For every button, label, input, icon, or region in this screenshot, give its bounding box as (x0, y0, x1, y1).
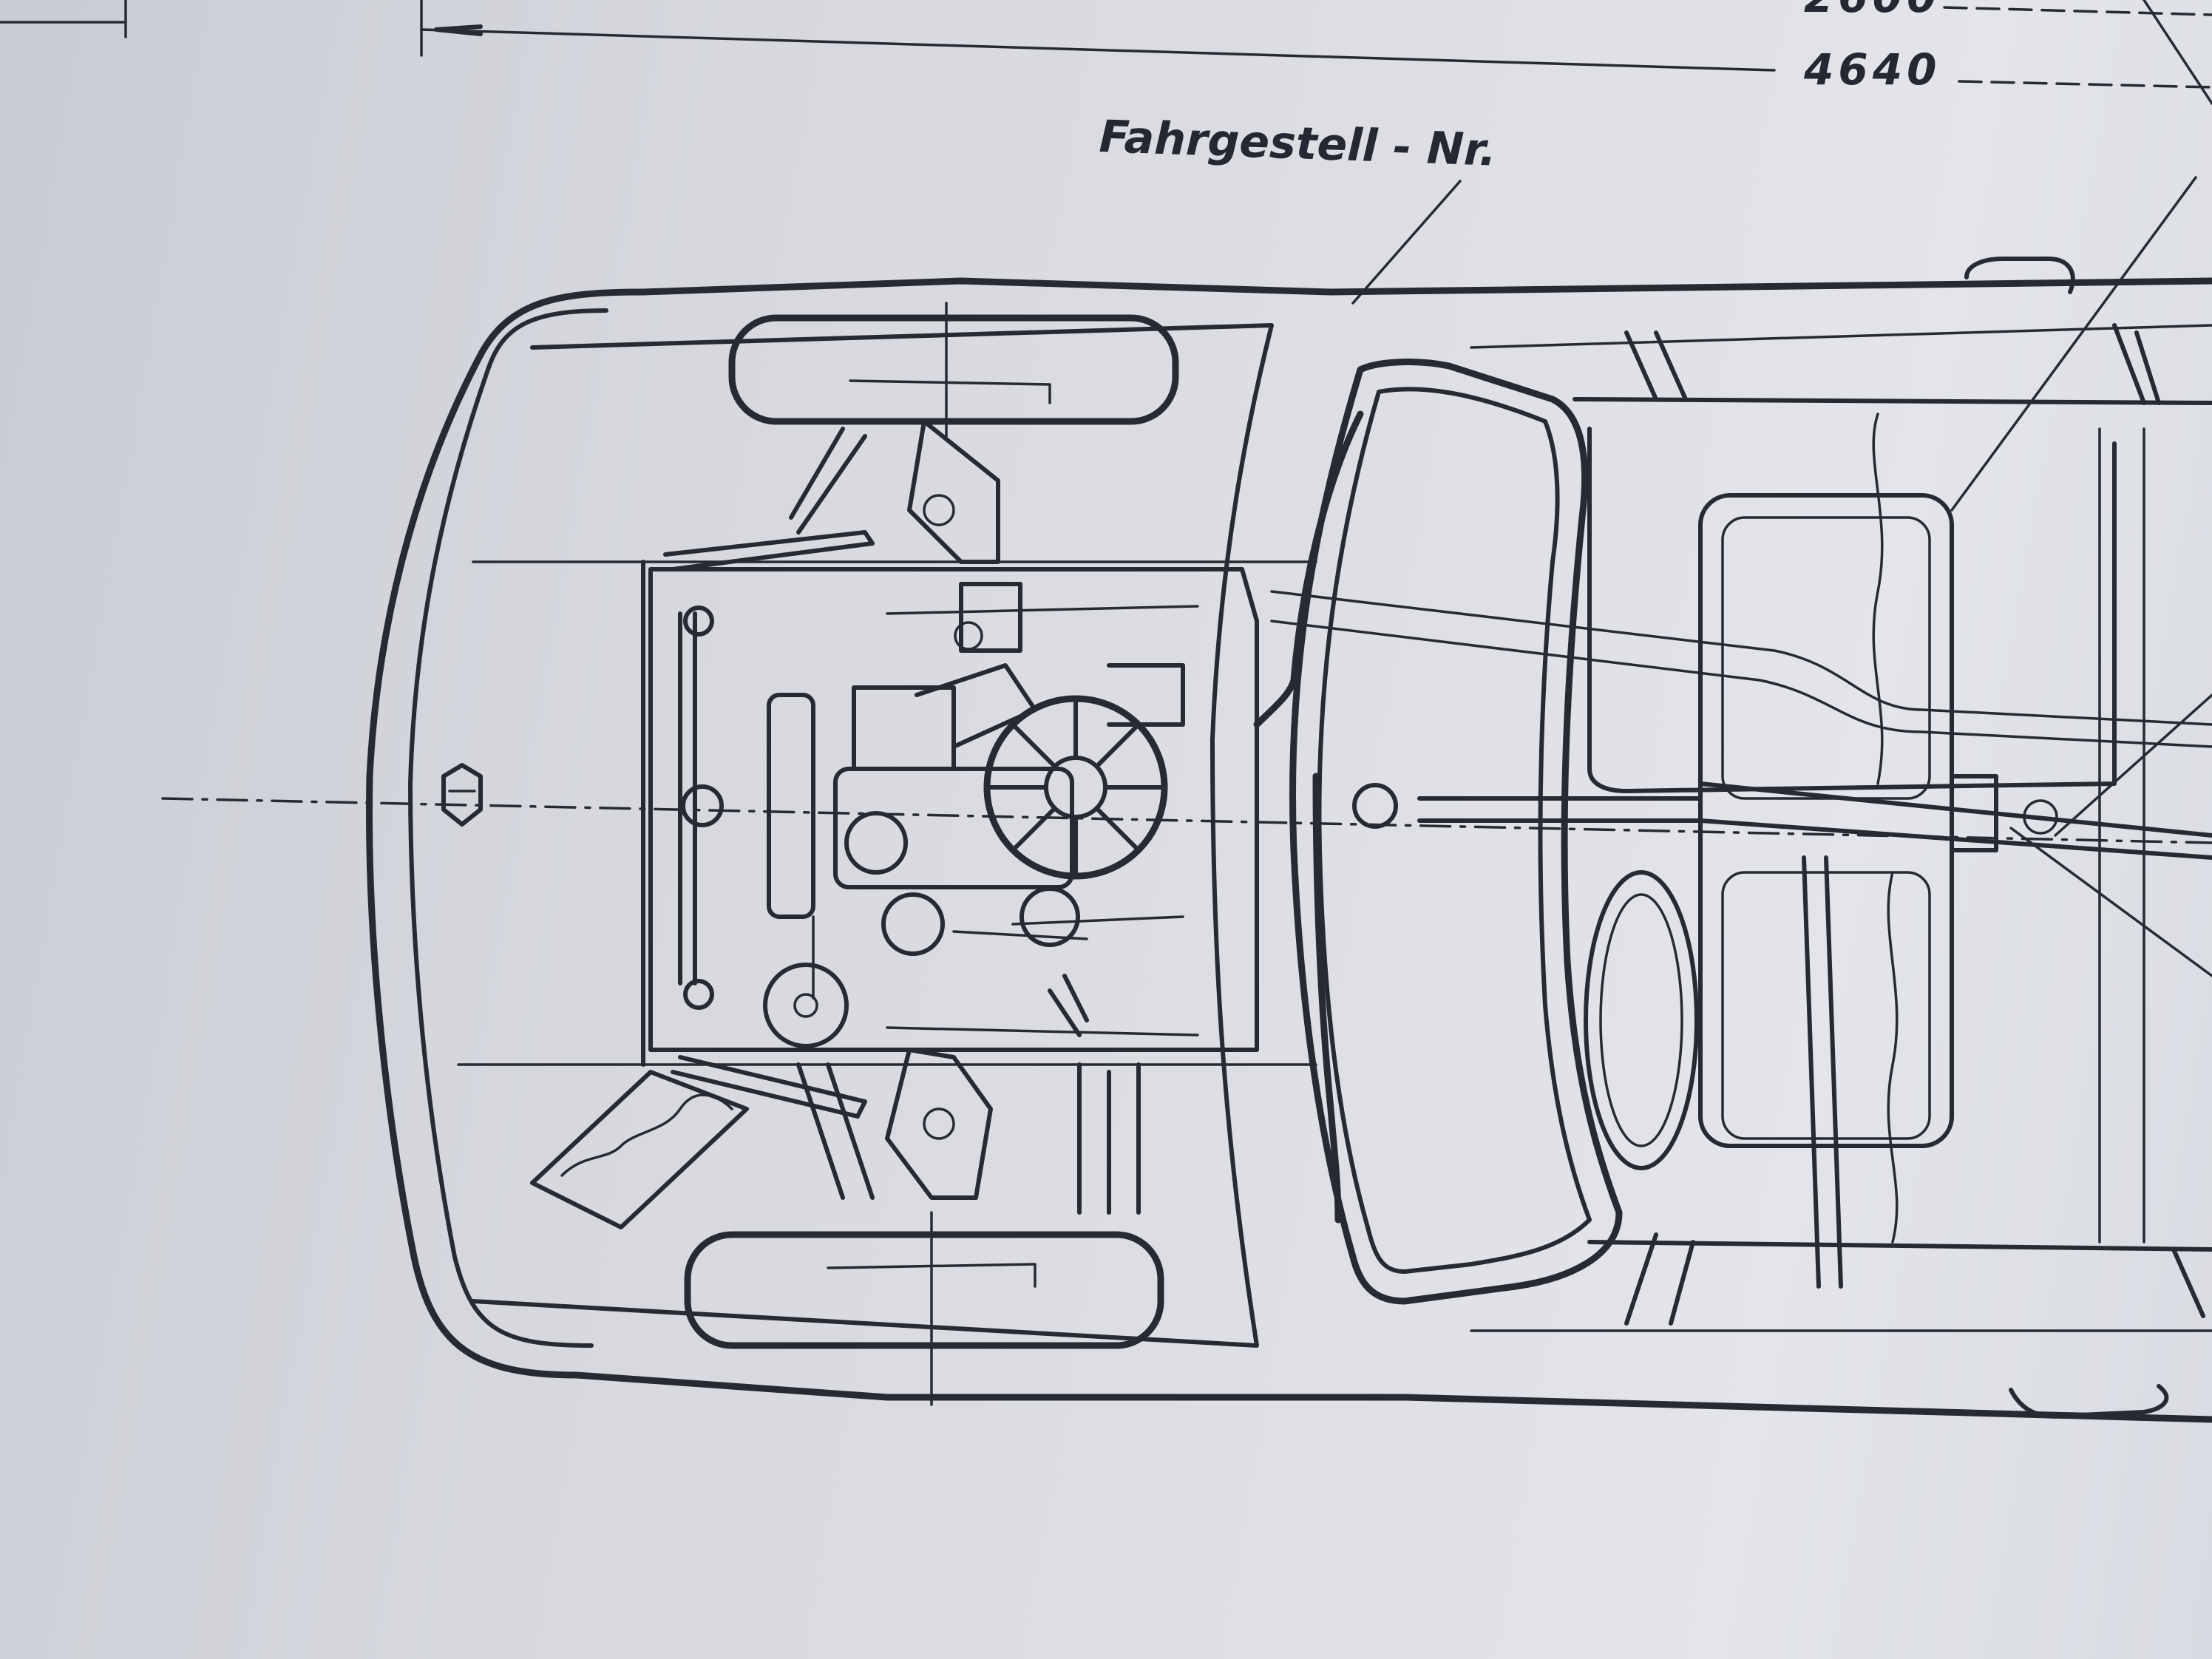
radiator (530, 1070, 749, 1229)
body-outline (366, 257, 2212, 1423)
dimension-2600: 2600 (1804, 0, 1941, 22)
windscreen (1253, 359, 1623, 1305)
chassis-number-leader (1351, 180, 1462, 305)
front-compartment (457, 323, 1317, 1348)
interior (1270, 323, 2212, 1332)
dimension-lines (0, 0, 2212, 105)
front-emblem (441, 763, 483, 827)
engine (678, 582, 1199, 1215)
dimension-overall-length: 4640 (1804, 44, 1941, 95)
suspension (663, 419, 1000, 1200)
centre-line (161, 797, 2212, 844)
front-wheels (684, 302, 1179, 1406)
